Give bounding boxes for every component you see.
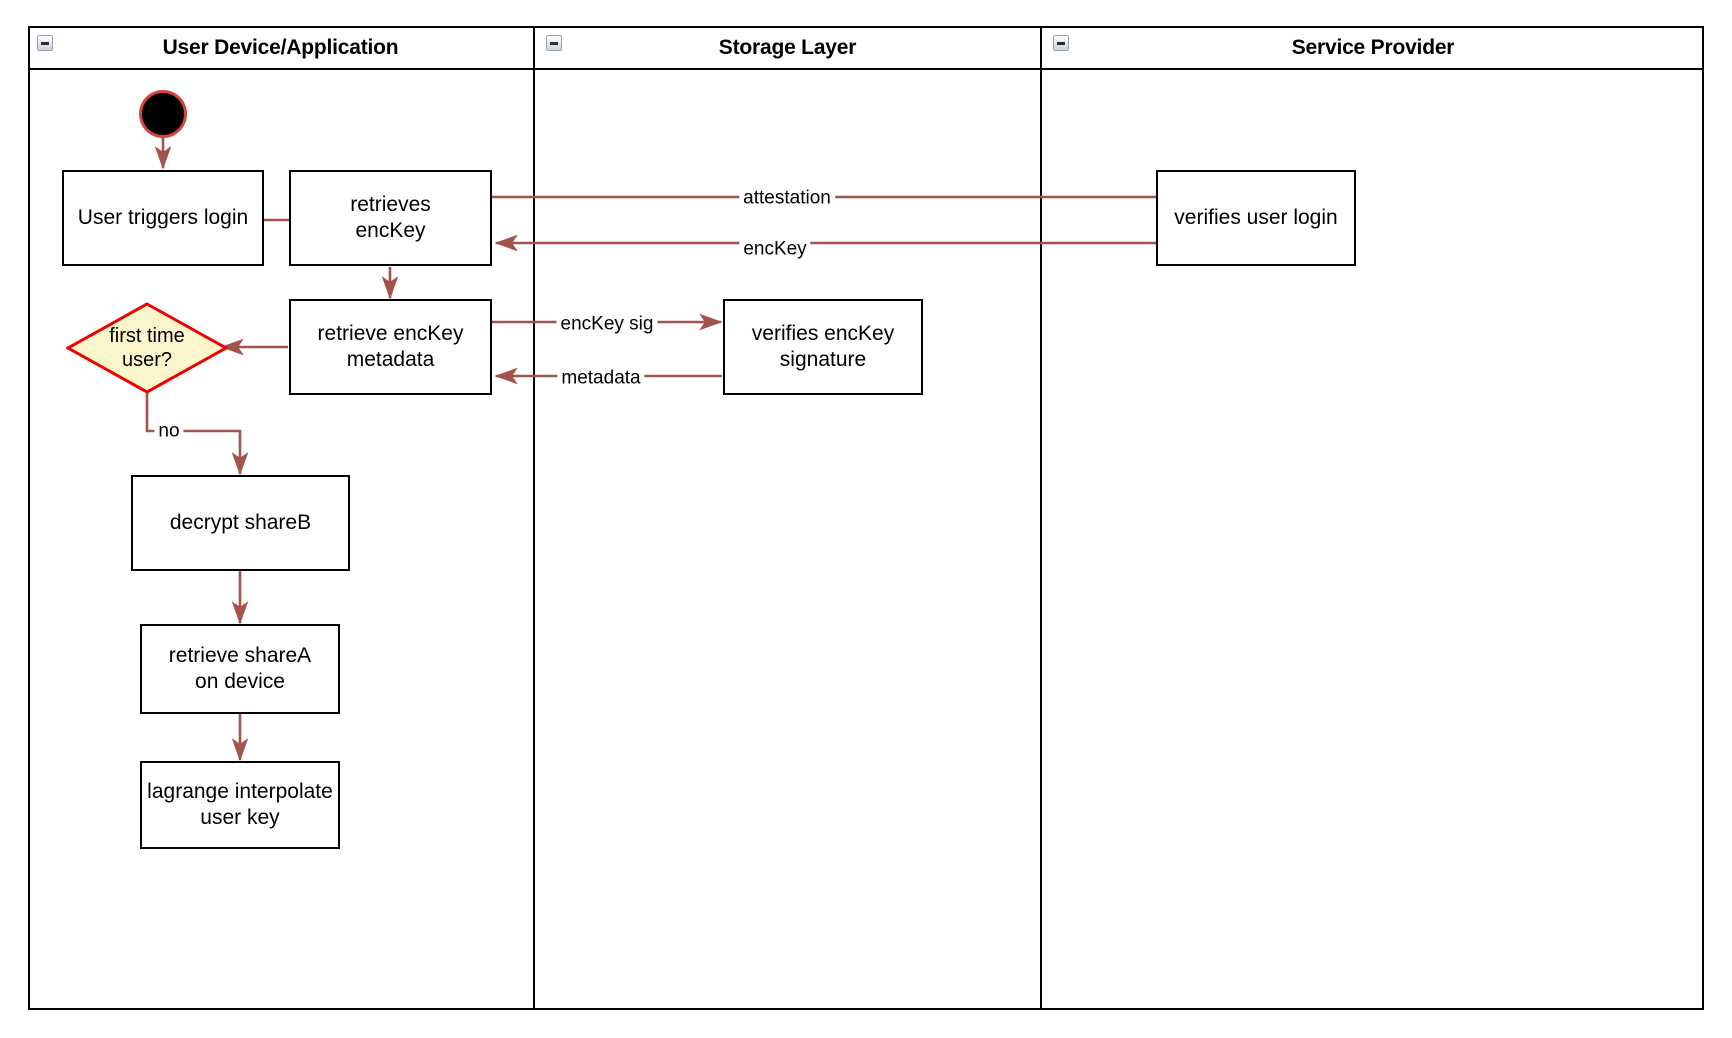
node-decrypt-shareb[interactable]: decrypt shareB	[131, 475, 350, 571]
swimlane-pool	[28, 26, 1704, 1010]
node-verifies-enckey-signature[interactable]: verifies encKey signature	[723, 299, 923, 395]
collapse-minus-icon-user-device[interactable]	[37, 35, 53, 51]
lane-divider-1	[533, 26, 535, 1010]
edge-label-attestation: attestation	[739, 188, 835, 208]
edge-label-metadata: metadata	[557, 368, 645, 388]
node-lagrange-interpolate-user-key[interactable]: lagrange interpolate user key	[140, 761, 340, 849]
collapse-minus-icon-storage-layer[interactable]	[546, 35, 562, 51]
node-retrieves-enckey[interactable]: retrieves encKey	[289, 170, 492, 266]
lane-title-storage-layer: Storage Layer	[718, 36, 857, 59]
node-user-triggers-login[interactable]: User triggers login	[62, 170, 264, 266]
node-first-time-user-label: first time user?	[109, 325, 185, 371]
node-verifies-user-login[interactable]: verifies user login	[1156, 170, 1356, 266]
collapse-minus-icon-service-provider[interactable]	[1053, 35, 1069, 51]
edge-label-enckey-sig: encKey sig	[556, 314, 658, 334]
edge-label-no: no	[154, 421, 184, 441]
diamond-shape	[66, 302, 228, 394]
node-retrieve-sharea-on-device[interactable]: retrieve shareA on device	[140, 624, 340, 714]
lane-title-user-device: User Device/Application	[162, 36, 399, 59]
edge-label-enckey: encKey	[739, 239, 811, 259]
node-retrieve-enckey-metadata[interactable]: retrieve encKey metadata	[289, 299, 492, 395]
initial-node	[139, 90, 187, 138]
lane-title-service-provider: Service Provider	[1291, 36, 1455, 59]
lane-divider-2	[1040, 26, 1042, 1010]
node-first-time-user[interactable]: first time user?	[66, 302, 228, 394]
lane-header-rule	[28, 68, 1704, 70]
